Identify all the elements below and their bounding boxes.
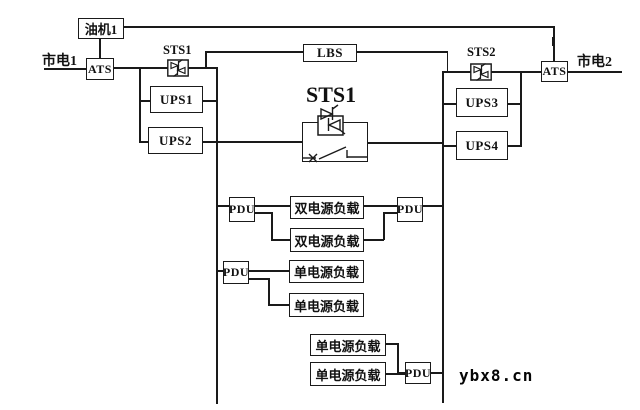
ups4-left-line: [442, 145, 456, 147]
pduA-to-dualload2-line-a: [255, 212, 272, 214]
node-ups3: UPS3: [456, 88, 508, 117]
pdu-dual-right-label: PDU: [396, 202, 424, 216]
pduC-to-singleload2-line-a: [249, 278, 269, 280]
pduC-to-singleload2-line-b: [268, 278, 270, 305]
pduA-to-dualload2-line-c: [271, 239, 290, 241]
dualload1-to-pduB-line: [364, 205, 397, 207]
ups1-left-line: [139, 100, 150, 102]
ats2-label: ATS: [542, 64, 567, 78]
singleload3-to-pduD-line-c: [397, 372, 405, 374]
node-dual-load-1: 双电源负载: [290, 196, 364, 219]
sts1-small-label: STS1: [163, 43, 192, 57]
node-single-load-3: 单电源负载: [310, 334, 386, 356]
dual-load-1-label: 双电源负载: [294, 201, 360, 216]
node-pdu-single-left: PDU: [223, 261, 249, 284]
mains2-feed-line: [567, 71, 622, 73]
sts2-thyristor-icon: [470, 62, 492, 82]
ups2-left-line: [139, 141, 148, 143]
node-ups2: UPS2: [148, 127, 203, 154]
single-load-4-label: 单电源负载: [315, 367, 381, 383]
ups3-right-line: [508, 103, 521, 105]
node-ats2: ATS: [541, 61, 568, 82]
sts2-small-label: STS2: [467, 45, 496, 59]
node-pdu-single-right: PDU: [405, 362, 431, 384]
node-single-load-2: 单电源负载: [289, 293, 364, 317]
ups3-left-line: [442, 103, 456, 105]
ats1-label: ATS: [88, 61, 112, 76]
node-lbs: LBS: [303, 44, 357, 62]
dualload2-to-pduB-line-b: [383, 212, 385, 240]
node-ups1: UPS1: [150, 86, 203, 113]
ats2-to-bus-line: [443, 71, 542, 73]
genset1-label: 油机1: [84, 22, 118, 37]
pduB-to-bus-line: [423, 205, 443, 207]
pdu-dual-left-label: PDU: [228, 202, 256, 216]
node-pdu-dual-left: PDU: [229, 197, 255, 222]
ups1-label: UPS1: [159, 91, 194, 107]
ats1-to-bus-line: [113, 67, 217, 69]
node-dual-load-2: 双电源负载: [290, 228, 364, 252]
right-main-bus: [442, 71, 444, 403]
singleload4-to-pduD-line: [386, 373, 405, 375]
dualload2-to-pduB-line-c: [383, 212, 397, 214]
mains1-feed-line: [44, 68, 87, 70]
single-load-3-label: 单电源负载: [315, 338, 381, 354]
genset-top-line: [123, 26, 554, 28]
left-inner-bus: [139, 67, 141, 143]
lbs-branch-right-line: [446, 51, 449, 72]
pduA-to-dualload2-line-b: [271, 212, 273, 240]
watermark-text: ybx8.cn: [459, 366, 534, 385]
lbs-branch-left-line: [205, 51, 207, 68]
ups4-label: UPS4: [465, 137, 499, 153]
ups2-label: UPS2: [158, 132, 193, 148]
sts1-thyristor-icon: [167, 58, 189, 78]
pduD-to-bus-line: [431, 372, 443, 374]
pdu-single-right-label: PDU: [404, 365, 432, 380]
node-genset1: 油机1: [78, 18, 124, 39]
node-sts1-center-box: [302, 122, 368, 162]
lbs-label: LBS: [316, 45, 344, 60]
pduA-to-dualload1-line: [255, 205, 290, 207]
bus-to-pduA-line: [216, 205, 229, 207]
dual-load-2-label: 双电源负载: [294, 233, 360, 249]
node-single-load-4: 单电源负载: [310, 362, 386, 386]
genset-to-ats1-line: [99, 38, 101, 59]
ups4-right-line: [508, 145, 521, 147]
line-break-tick: [552, 37, 555, 46]
stsbox-right-line: [367, 142, 443, 144]
pdu-single-left-label: PDU: [222, 265, 250, 279]
lbs-right-line: [357, 51, 448, 53]
singleload3-to-pduD-line-a: [386, 343, 399, 345]
singleload3-to-pduD-line-b: [397, 343, 399, 373]
ups2-to-stsbox-line: [203, 141, 303, 143]
sts1-center-label: STS1: [306, 82, 357, 107]
ups1-right-line: [203, 100, 217, 102]
single-load-2-label: 单电源负载: [293, 298, 359, 314]
node-ats1: ATS: [86, 58, 114, 80]
bus-to-pduC-line: [216, 270, 223, 272]
left-main-bus: [216, 67, 218, 404]
sts1-center-thyristor-switch-icon: [299, 103, 371, 165]
node-ups4: UPS4: [456, 131, 508, 160]
single-load-1-label: 单电源负载: [293, 265, 359, 280]
node-pdu-dual-right: PDU: [397, 197, 423, 222]
pduC-to-singleload1-line: [249, 270, 289, 272]
ups3-label: UPS3: [465, 94, 499, 110]
mains1-label: 市电1: [42, 54, 77, 69]
pduC-to-singleload2-line-c: [268, 304, 289, 306]
right-inner-bus: [520, 71, 522, 147]
mains2-label: 市电2: [577, 55, 612, 70]
dualload2-to-pduB-line-a: [364, 239, 384, 241]
node-single-load-1: 单电源负载: [289, 260, 364, 283]
lbs-left-line: [205, 51, 303, 53]
